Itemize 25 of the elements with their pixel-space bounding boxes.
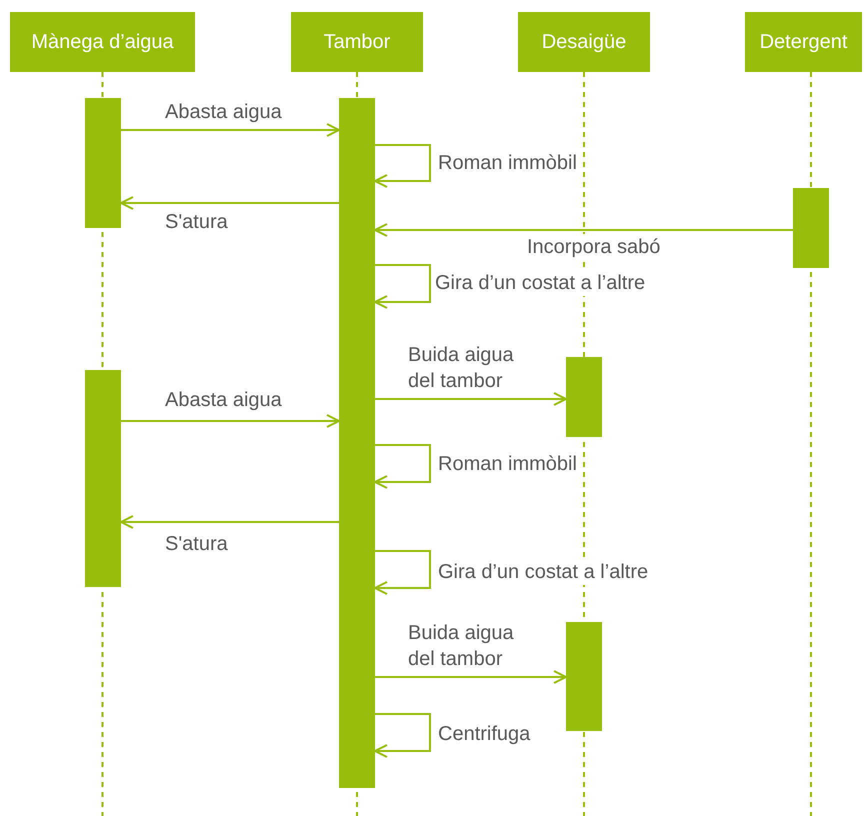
participant-box: Desaigüe [518, 12, 650, 72]
activation-bar [566, 622, 602, 731]
participant-box: Mànega d’aigua [10, 12, 195, 72]
message-arrow [374, 223, 793, 237]
message-arrow [374, 444, 431, 489]
activation-bar [793, 188, 829, 268]
message-arrow [120, 196, 339, 210]
message-arrow [121, 123, 340, 137]
message-arrow [120, 515, 339, 529]
activation-bar [85, 98, 121, 228]
message-arrow [374, 550, 431, 595]
message-arrow [121, 414, 340, 428]
participant-box: Detergent [745, 12, 862, 72]
message-arrow [375, 670, 567, 684]
activation-bar [85, 370, 121, 587]
message-arrow [375, 392, 567, 406]
participant-box: Tambor [291, 12, 423, 72]
message-arrow [374, 144, 431, 188]
activation-bar [339, 98, 375, 788]
activation-bar [566, 357, 602, 437]
message-label: Gira d’un costat a l’altre [435, 270, 646, 296]
message-label: Incorpora sabó [527, 234, 660, 260]
message-arrow [374, 713, 431, 758]
message-arrow [374, 264, 431, 309]
message-label: Gira d’un costat a l’altre [438, 559, 648, 585]
